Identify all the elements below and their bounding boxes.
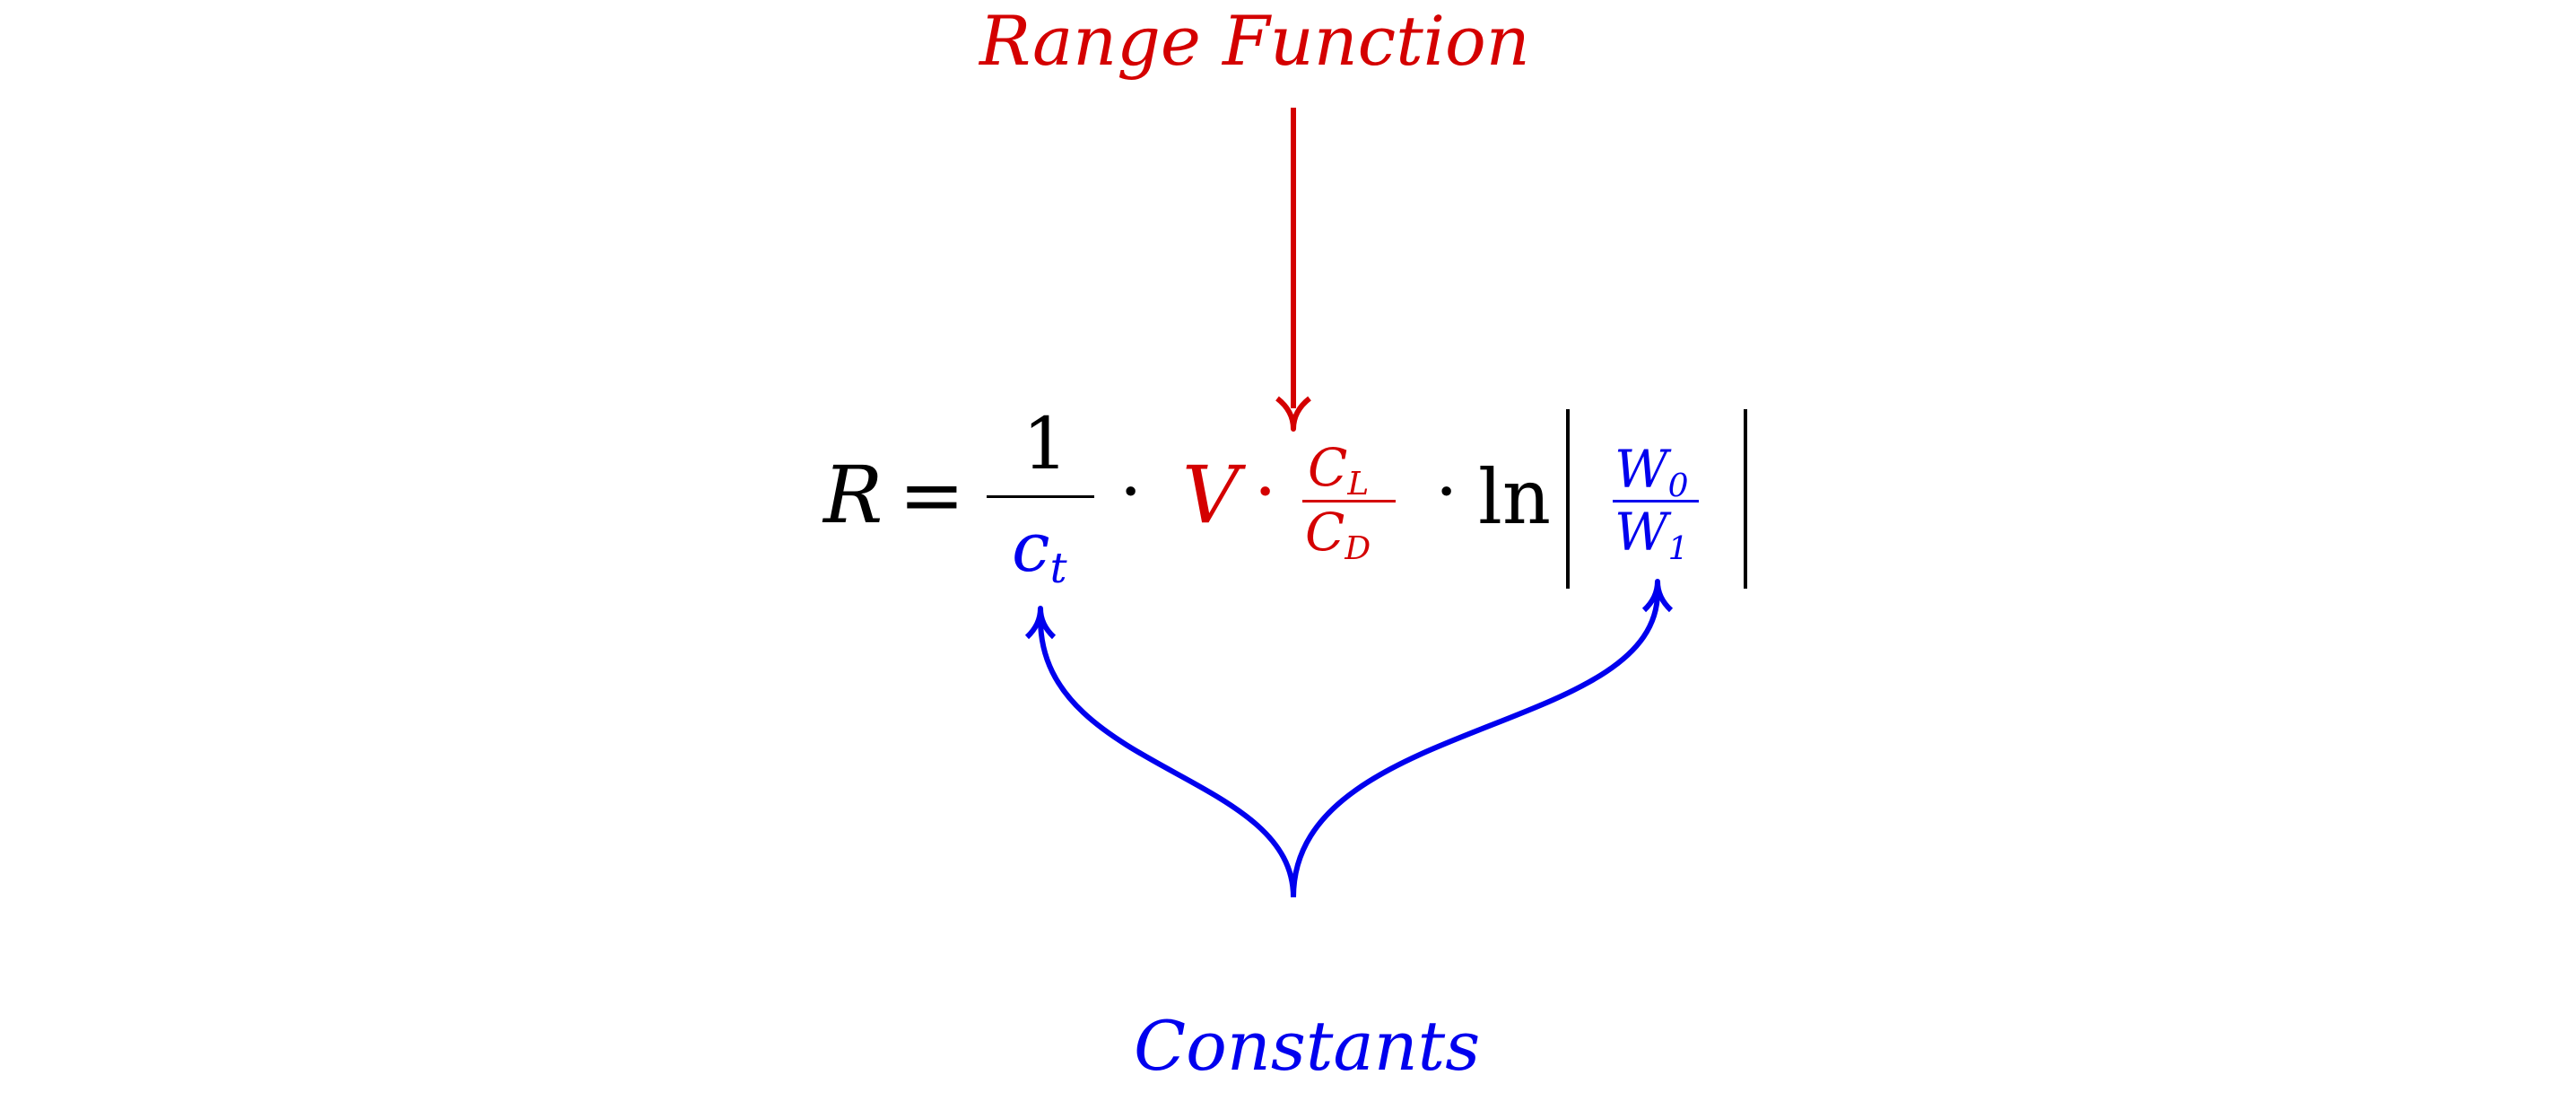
multiply-dot-1: · [1119, 450, 1143, 533]
final-weight-subscript: 1 [1667, 530, 1689, 568]
constants-arrow-right [1291, 591, 1660, 898]
fraction-1-denominator: ct [1012, 513, 1067, 590]
range-function-label: Range Function [979, 1, 1530, 81]
constants-arrowhead-left [1024, 606, 1057, 640]
initial-weight: W0 [1614, 443, 1689, 503]
velocity-symbol: V [1182, 449, 1240, 541]
abs-bar-right [1744, 409, 1747, 589]
abs-bar-left [1566, 409, 1570, 589]
lift-coefficient-base: C [1308, 437, 1348, 498]
drag-coefficient-base: C [1305, 502, 1345, 563]
equals-sign: = [899, 449, 965, 541]
tsfc-symbol: c [1012, 507, 1050, 587]
constants-label: Constants [1134, 1006, 1481, 1086]
lift-coefficient: CL [1308, 441, 1369, 501]
fraction-1-numerator: 1 [1023, 402, 1068, 485]
lift-coefficient-subscript: L [1347, 466, 1370, 503]
final-weight: W1 [1614, 506, 1689, 565]
lhs-range-symbol: R [823, 449, 883, 541]
multiply-dot-2: · [1254, 450, 1277, 533]
initial-weight-base: W [1614, 439, 1668, 500]
constants-arrowhead-right [1641, 579, 1674, 613]
initial-weight-subscript: 0 [1667, 468, 1689, 505]
drag-coefficient-subscript: D [1345, 530, 1371, 568]
natural-log: ln [1478, 453, 1551, 541]
range-function-arrowhead [1275, 396, 1311, 432]
tsfc-subscript: t [1049, 544, 1067, 594]
drag-coefficient: CD [1305, 506, 1371, 565]
constants-arrow-left [1038, 618, 1296, 898]
fraction-3-bar [1613, 500, 1699, 503]
multiply-dot-3: · [1435, 450, 1458, 533]
fraction-2-bar [1302, 500, 1396, 503]
final-weight-base: W [1614, 502, 1668, 563]
fraction-1-bar [987, 495, 1094, 498]
